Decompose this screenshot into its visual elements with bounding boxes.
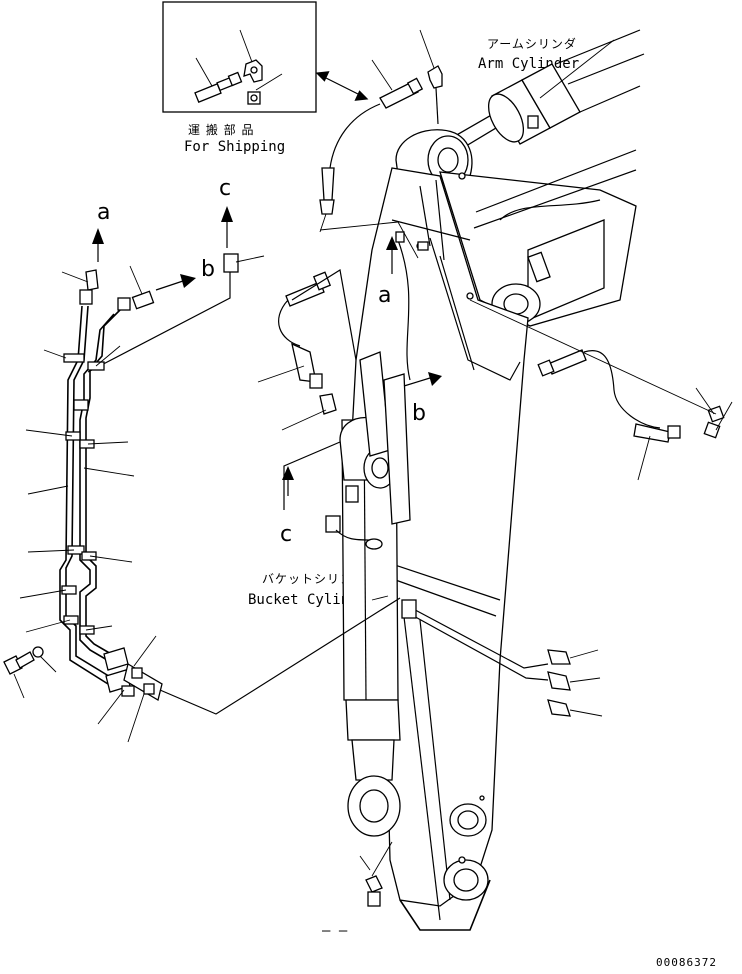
lower-right-fittings xyxy=(401,599,603,717)
shipping-inset: 運 搬 部 品 For Shipping xyxy=(162,1,317,155)
letter-b-arm: b xyxy=(412,401,426,426)
left-piping: a c b xyxy=(3,176,401,743)
grease-nipple-bottom xyxy=(359,841,393,907)
bucket-cylinder-label-jp: バケットシリンダ xyxy=(262,571,366,586)
letter-b-left: b xyxy=(201,257,215,282)
arm-cylinder-label-jp: アームシリンダ xyxy=(487,36,577,51)
shipping-double-arrow xyxy=(315,71,369,101)
inset-title-jp: 運 搬 部 品 xyxy=(188,122,254,137)
right-hose-assembly xyxy=(469,299,733,481)
letter-a-left: a xyxy=(97,200,110,225)
letter-c-left: c xyxy=(219,176,231,201)
inset-hose xyxy=(194,71,243,103)
inset-elbow xyxy=(243,59,263,83)
letter-a-arm: a xyxy=(378,283,391,308)
shipping-inset-frame xyxy=(162,1,317,113)
inset-title-en: For Shipping xyxy=(184,139,285,155)
arm-connection-markers: a b c xyxy=(280,236,442,547)
bucket-cylinder: バケットシリンダ Bucket Cylinder – – xyxy=(248,351,411,939)
bottom-dash-mark: – – xyxy=(322,923,348,939)
inset-plug xyxy=(247,91,261,105)
bucket-hose-assembly xyxy=(257,221,419,431)
letter-c-arm: c xyxy=(280,522,292,547)
arm-cylinder-label-en: Arm Cylinder xyxy=(478,56,579,72)
drawing-number: 00086372 xyxy=(656,956,717,969)
